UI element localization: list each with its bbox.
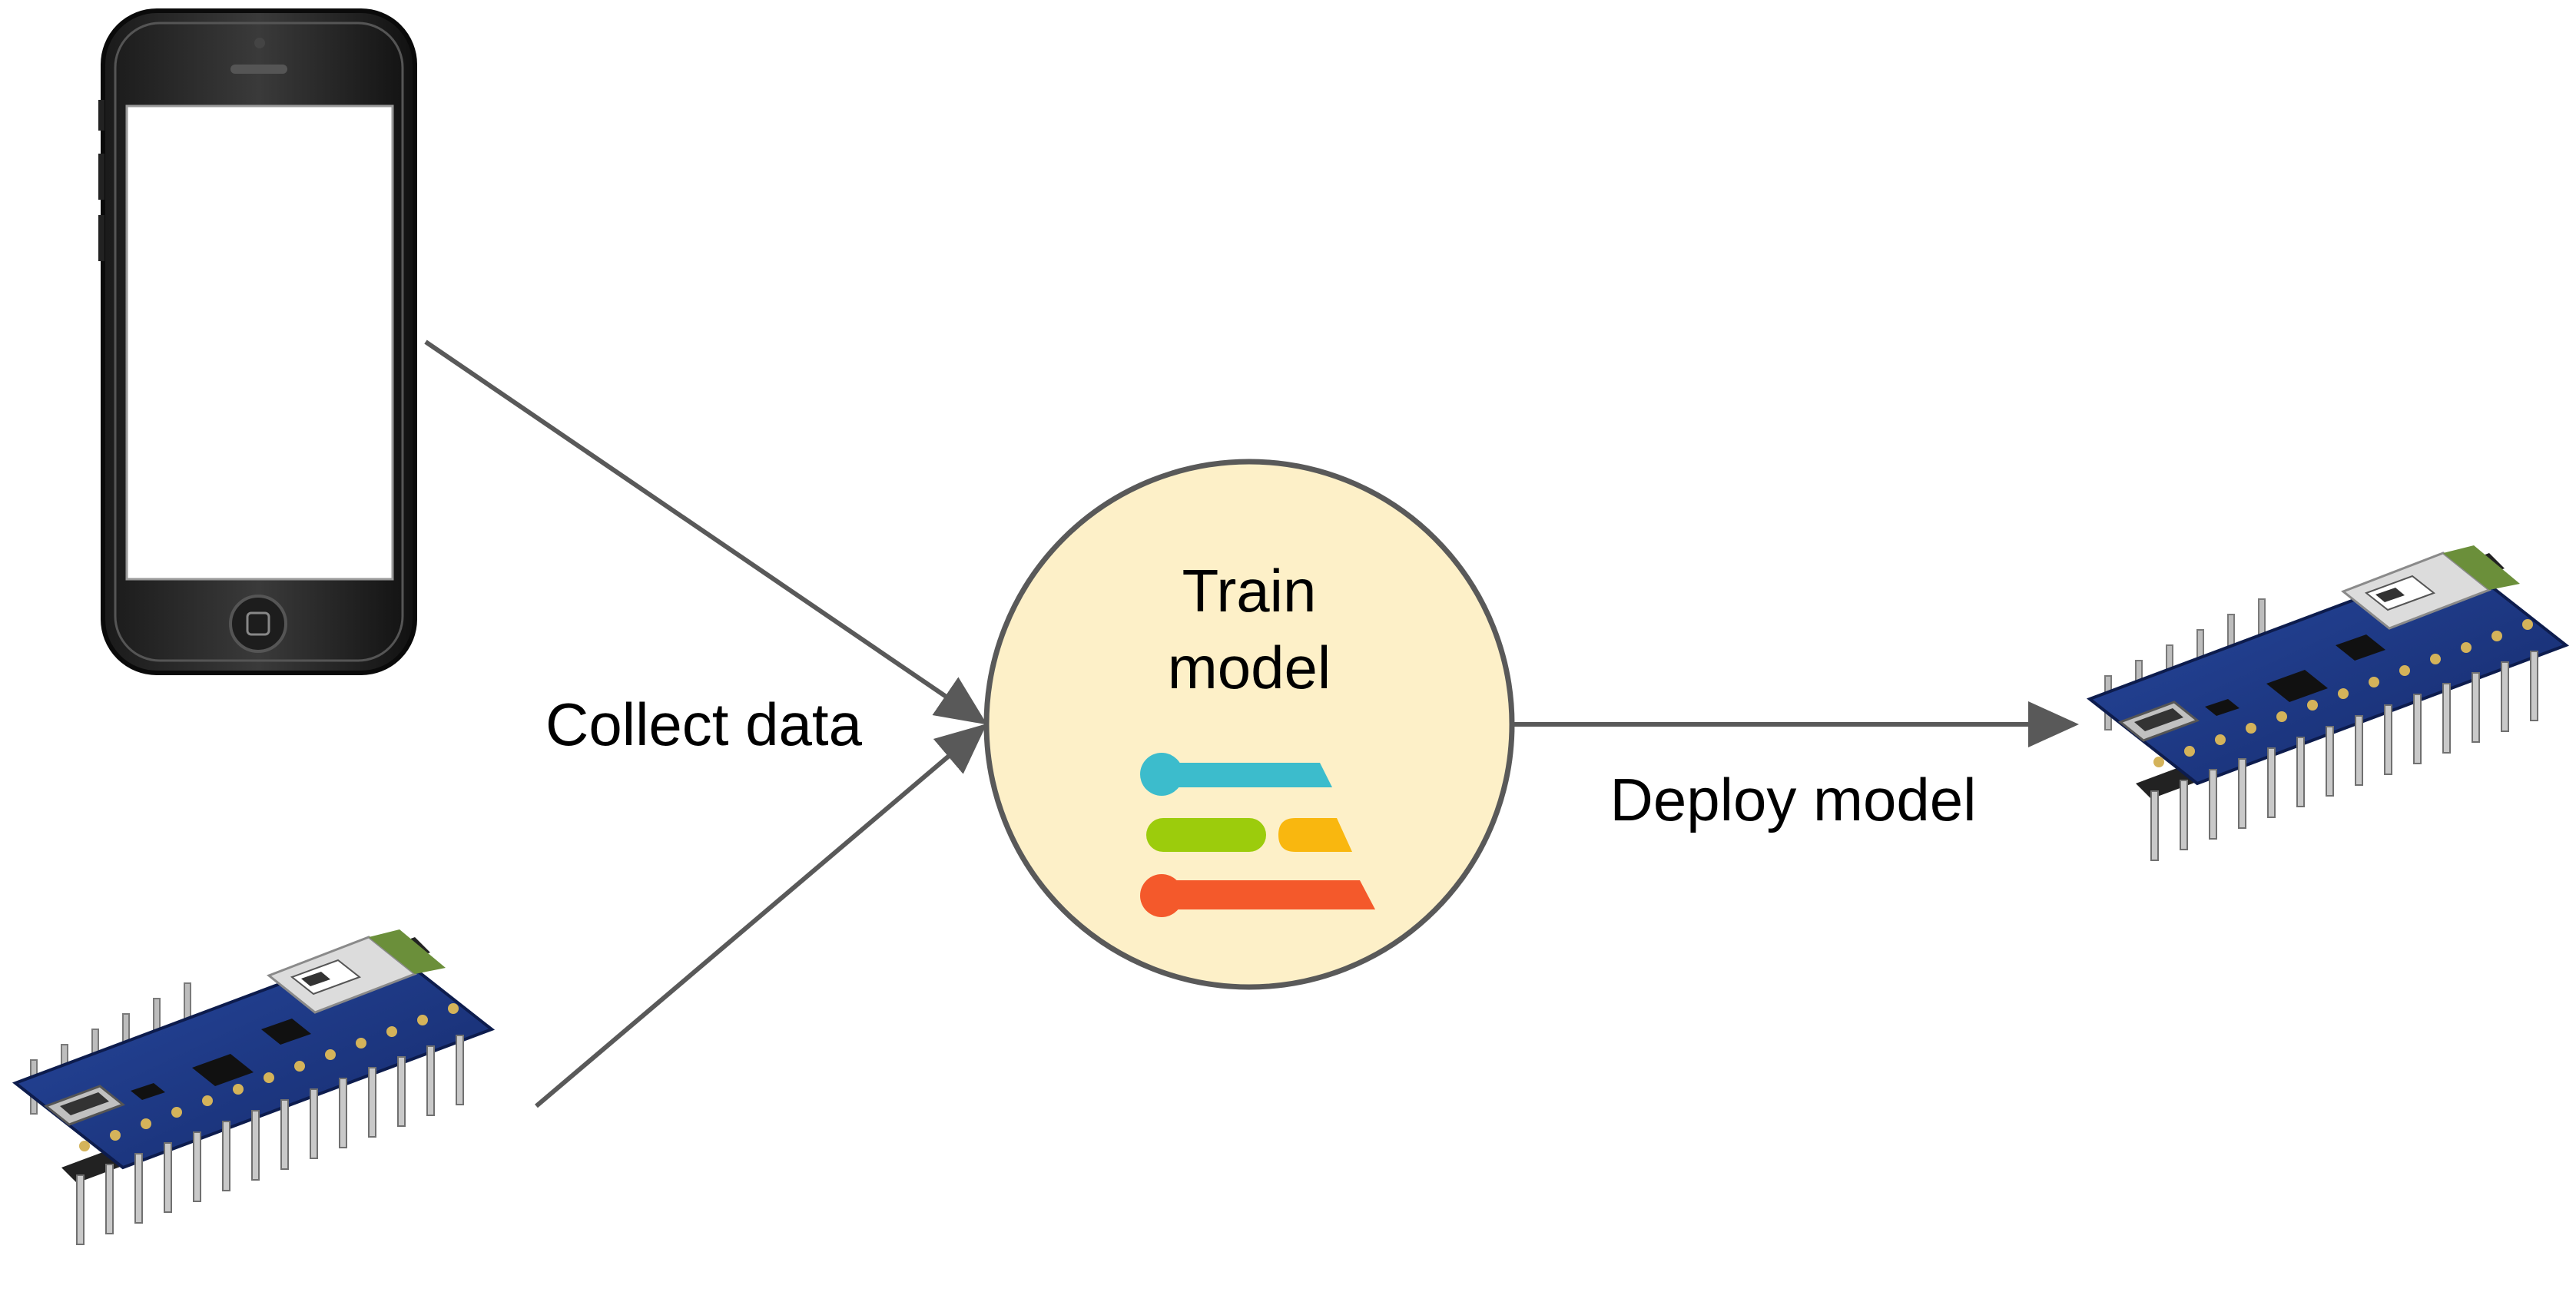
microcontroller-board-target bbox=[2088, 544, 2568, 862]
train-label-line2: model bbox=[1168, 634, 1331, 701]
arrow-phone-to-train bbox=[424, 340, 987, 725]
train-model-node bbox=[983, 459, 1515, 990]
smartphone-icon bbox=[98, 8, 417, 675]
deploy-model-label: Deploy model bbox=[1610, 766, 1977, 833]
microcontroller-board-source bbox=[14, 928, 493, 1246]
arrow-board-to-train bbox=[535, 724, 987, 1108]
collect-data-label: Collect data bbox=[545, 691, 863, 758]
model-training-logo-icon bbox=[1140, 753, 1375, 917]
train-label-line1: Train bbox=[1182, 557, 1317, 624]
